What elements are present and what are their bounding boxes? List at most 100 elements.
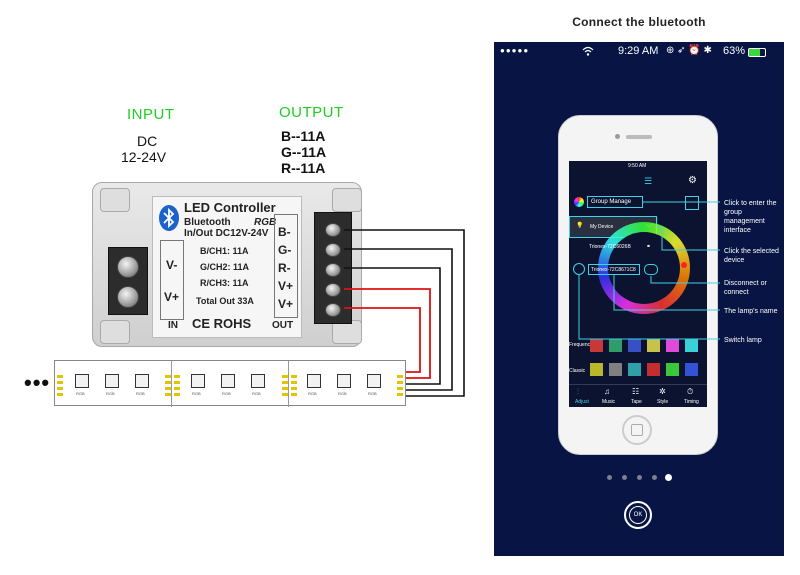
wire-vpos-2 <box>344 307 421 373</box>
tab-music-icon[interactable]: ♫ <box>604 387 610 396</box>
mount-tab <box>332 188 362 212</box>
channel-red: R/CH3: 11A <box>200 278 249 288</box>
color-preset-swatch[interactable] <box>609 363 622 376</box>
speaker-grille <box>626 135 652 139</box>
color-preset-swatch[interactable] <box>666 339 679 352</box>
color-preset-swatch[interactable] <box>590 339 603 352</box>
color-preset-swatch[interactable] <box>647 339 660 352</box>
led-strip: RGB RGB RGB RGB RGB RGB RGB RGB RGB <box>54 360 406 407</box>
page-dot[interactable] <box>652 475 657 480</box>
output-blue-rating: B--11A <box>281 128 326 144</box>
home-button-square <box>631 424 643 436</box>
tab-music[interactable]: Music <box>602 399 616 405</box>
group-manage-button[interactable]: Group Manage <box>587 196 643 208</box>
connect-link-icon[interactable] <box>644 264 658 275</box>
color-preset-swatch[interactable] <box>590 363 603 376</box>
controller-bluetooth-label: Bluetooth <box>184 217 231 228</box>
led-chip-label: RGB <box>308 391 317 396</box>
frequency-label: Frequency <box>569 342 593 348</box>
color-preset-swatch[interactable] <box>666 363 679 376</box>
solder-pad <box>165 381 171 384</box>
dc-range-label: 12-24V <box>121 149 167 165</box>
tab-timing[interactable]: Timing <box>684 399 699 405</box>
channel-green: G/CH2: 11A <box>200 262 250 272</box>
solder-pad <box>174 387 180 390</box>
my-device-label: My Device <box>590 224 614 230</box>
out-terminal-vpos2-label: V+ <box>278 297 294 311</box>
solder-pad <box>174 381 180 384</box>
page-dot-active[interactable] <box>665 474 672 481</box>
tab-timing-icon[interactable]: ⏱ <box>687 387 694 396</box>
solder-pad <box>165 375 171 378</box>
total-output: Total Out 33A <box>196 296 254 306</box>
device-2-name[interactable]: Trionex-72C8671C8 <box>588 264 640 275</box>
solder-pad <box>165 393 171 396</box>
page-dot[interactable] <box>607 475 612 480</box>
tab-style-icon[interactable]: ✲ <box>659 387 666 396</box>
solder-pad <box>291 387 297 390</box>
color-preset-swatch[interactable] <box>685 363 698 376</box>
input-label: INPUT <box>127 106 175 123</box>
device-1-name[interactable]: Trionex-72C6026B <box>589 244 631 250</box>
solder-pad <box>397 393 403 396</box>
led-chip-label: RGB <box>368 391 377 396</box>
terminal-screw <box>325 243 341 257</box>
switch-lamp-toggle[interactable] <box>573 263 585 275</box>
output-label: OUTPUT <box>279 104 344 121</box>
led-chip-label: RGB <box>76 391 85 396</box>
wire-green <box>344 248 453 391</box>
link-icon[interactable]: ⚭ <box>646 244 652 250</box>
tab-adjust-icon[interactable]: ⫶ <box>577 387 579 396</box>
settings-icon[interactable]: ⚙ <box>688 175 697 186</box>
solder-pad <box>291 381 297 384</box>
led-chip-label: RGB <box>136 391 145 396</box>
solder-pad <box>57 387 63 390</box>
solder-pad <box>57 375 63 378</box>
led-chip-label: RGB <box>106 391 115 396</box>
battery-icon <box>748 48 766 57</box>
callout-group-management: Click to enter the group management inte… <box>724 200 777 234</box>
color-preset-swatch[interactable] <box>647 363 660 376</box>
ok-button[interactable] <box>624 501 652 529</box>
solder-pad <box>57 393 63 396</box>
solder-pad <box>165 387 171 390</box>
callout-connect: Disconnect or connect <box>724 280 767 296</box>
color-preset-swatch[interactable] <box>628 363 641 376</box>
solder-pad <box>174 375 180 378</box>
terminal-screw <box>117 256 139 278</box>
wire-red-channel <box>344 267 441 385</box>
color-preset-swatch[interactable] <box>609 339 622 352</box>
terminal-screw <box>325 223 341 237</box>
color-preset-swatch[interactable] <box>685 339 698 352</box>
tab-tape[interactable]: Tape <box>631 399 642 405</box>
wire-blue <box>344 229 465 397</box>
page-dot[interactable] <box>622 475 627 480</box>
in-terminal-legend <box>160 240 184 320</box>
out-terminal-g-label: G- <box>278 243 292 257</box>
tab-bar-divider <box>569 384 707 385</box>
strip-cut-line <box>288 361 289 407</box>
output-red-rating: R--11A <box>281 160 326 176</box>
strip-cut-line <box>171 361 172 407</box>
panel-title: Connect the bluetooth <box>572 15 706 29</box>
tab-tape-icon[interactable]: ☷ <box>632 387 640 396</box>
led-chip <box>307 374 321 388</box>
led-chip <box>191 374 205 388</box>
edit-icon[interactable] <box>685 196 699 210</box>
page-dot[interactable] <box>637 475 642 480</box>
led-chip-label: RGB <box>252 391 261 396</box>
tab-adjust[interactable]: Adjust <box>575 399 589 405</box>
in-terminal-pos-label: V+ <box>164 290 180 304</box>
tab-style[interactable]: Style <box>657 399 669 405</box>
color-picker-handle[interactable] <box>681 262 687 268</box>
solder-pad <box>397 387 403 390</box>
menu-icon[interactable]: ☰ <box>644 176 653 186</box>
terminal-screw <box>325 303 341 317</box>
signal-strength: ●●●●● <box>500 46 530 55</box>
camera-icon <box>615 134 620 139</box>
home-button[interactable] <box>622 415 652 445</box>
bluetooth-icon <box>159 205 179 231</box>
color-preset-swatch[interactable] <box>628 339 641 352</box>
mount-tab <box>100 320 130 344</box>
